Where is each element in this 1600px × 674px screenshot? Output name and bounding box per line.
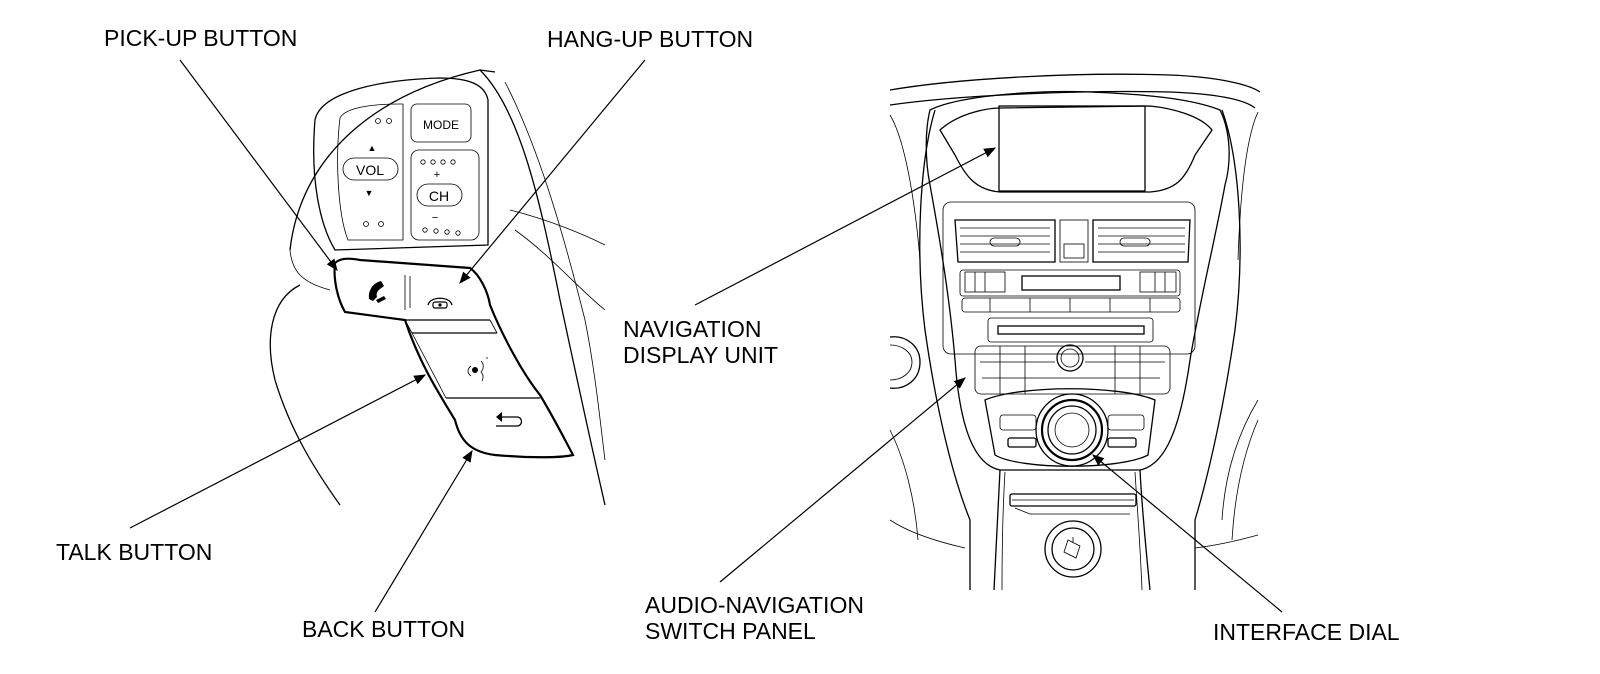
- nav-display-label-line1: NAVIGATION: [623, 316, 761, 342]
- vol-down-arrow: ▼: [365, 188, 374, 198]
- switch-panel-leader: [719, 377, 966, 583]
- nav-display-leader: [694, 147, 997, 306]
- switch-panel-label-line1: AUDIO-NAVIGATION: [645, 592, 864, 618]
- talk-button-label: TALK BUTTON: [56, 539, 212, 565]
- back-leader: [374, 449, 473, 613]
- steering-wheel-switch-drawing: MODE VOL ▲ ▼ CH + −: [269, 69, 606, 506]
- hangup-phone-icon: [427, 297, 453, 309]
- mode-label: MODE: [423, 118, 459, 132]
- hangup-leader: [459, 59, 646, 284]
- ch-plus: +: [434, 169, 440, 181]
- switch-panel-label-line2: SWITCH PANEL: [645, 618, 816, 644]
- pickup-phone-icon: [368, 281, 386, 303]
- vol-up-arrow: ▲: [368, 143, 377, 153]
- talk-icon: [467, 357, 488, 382]
- leader-lines: [129, 59, 1283, 613]
- callout-labels: PICK-UP BUTTON HANG-UP BUTTON TALK BUTTO…: [56, 25, 1400, 645]
- nav-display-label-line2: DISPLAY UNIT: [623, 342, 778, 368]
- interface-dial-drawing: [1035, 393, 1109, 467]
- pickup-leader: [179, 59, 338, 271]
- ch-label: CH: [429, 188, 449, 204]
- ch-minus: −: [432, 212, 438, 224]
- back-arrow-icon: [496, 412, 523, 427]
- interface-dial-label: INTERFACE DIAL: [1213, 619, 1400, 645]
- interface-dial-leader: [1092, 454, 1283, 613]
- pickup-button-label: PICK-UP BUTTON: [104, 25, 297, 51]
- vol-label: VOL: [356, 162, 384, 178]
- back-button-label: BACK BUTTON: [302, 616, 465, 642]
- vent-slats-right: [1098, 227, 1185, 253]
- talk-leader: [129, 374, 427, 529]
- center-console-drawing: [889, 73, 1261, 591]
- vent-slats-left: [960, 227, 1050, 253]
- hangup-button-label: HANG-UP BUTTON: [547, 26, 753, 52]
